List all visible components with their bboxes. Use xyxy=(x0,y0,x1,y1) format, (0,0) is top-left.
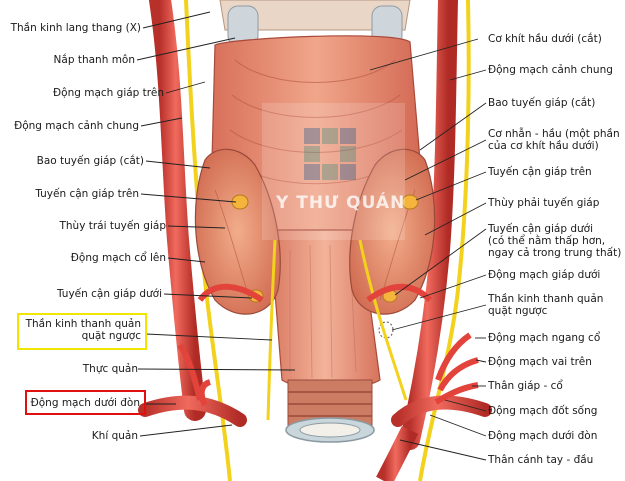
label-vertebral-artery: Động mạch đốt sống xyxy=(488,405,598,417)
label-epiglottis: Nắp thanh môn xyxy=(53,54,135,66)
label-thyrocervical-trunk: Thân giáp - cổ xyxy=(488,380,563,392)
right-common-carotid-artery xyxy=(400,0,458,450)
label-thyroid-capsule-left: Bao tuyến giáp (cắt) xyxy=(36,155,144,167)
label-common-carotid-right: Động mạch cảnh chung xyxy=(488,64,613,76)
label-inferior-thyroid-artery: Động mạch giáp dưới xyxy=(488,269,601,281)
label-transverse-cervical-artery: Động mạch ngang cổ xyxy=(488,332,601,344)
recurrent-laryngeal-nerves xyxy=(266,239,408,421)
label-inferior-parathyroid-right: Tuyến cận giáp dưới (có thể nằm thấp hơn… xyxy=(488,223,622,259)
left-subclavian-artery xyxy=(138,343,247,427)
label-esophagus: Thực quản xyxy=(82,363,138,375)
label-thyroid-capsule-right: Bao tuyến giáp (cắt) xyxy=(488,97,596,109)
label-suprascapular-artery: Động mạch vai trên xyxy=(488,356,592,368)
label-ascending-cervical-artery: Động mạch cổ lên xyxy=(70,252,166,264)
highlight-box-red xyxy=(25,390,146,415)
label-inferior-constrictor: Cơ khít hầu dưới (cắt) xyxy=(488,33,602,45)
brachiocephalic-trunk xyxy=(376,425,419,481)
highlight-box-yellow xyxy=(17,313,147,350)
label-trachea: Khí quản xyxy=(91,430,138,442)
label-subclavian-left: Động mạch dưới đòn xyxy=(30,397,140,409)
inferior-thyroid-arteries xyxy=(197,283,433,303)
epiglottis-region xyxy=(219,0,411,47)
label-superior-parathyroid-right: Tuyến cận giáp trên xyxy=(488,166,592,178)
watermark-logo xyxy=(262,103,405,240)
watermark-text: Y THƯ QUÁN xyxy=(276,193,406,213)
label-thyroid-left-lobe: Thùy trái tuyến giáp xyxy=(59,220,166,232)
parathyroid-glands xyxy=(231,194,419,339)
leader-lines-left xyxy=(136,11,296,437)
label-vagus-nerve: Thần kinh lang thang (X) xyxy=(10,22,141,34)
label-cricopharyngeus: Cơ nhẫn - hầu (một phần của cơ khít hầu … xyxy=(488,128,620,152)
leader-lines-right xyxy=(369,38,487,461)
label-recurrent-laryngeal-right: Thần kinh thanh quản quặt ngược xyxy=(488,293,604,317)
label-common-carotid-left: Động mạch cảnh chung xyxy=(14,120,139,132)
label-thyroid-right-lobe: Thùy phải tuyến giáp xyxy=(488,197,600,209)
trachea xyxy=(285,379,375,443)
right-vagus-nerve xyxy=(418,0,471,481)
label-superior-parathyroid-left: Tuyến cận giáp trên xyxy=(35,188,139,200)
label-inferior-parathyroid-left: Tuyến cận giáp dưới xyxy=(56,288,162,300)
label-recurrent-laryngeal-left: Thần kinh thanh quản quặt ngược xyxy=(25,318,141,342)
label-brachiocephalic-trunk: Thân cánh tay - đầu xyxy=(488,454,594,466)
label-subclavian-right: Động mạch dưới đòn xyxy=(488,430,598,442)
thyroid-left-lobe xyxy=(194,148,281,315)
label-superior-thyroid-artery: Động mạch giáp trên xyxy=(53,87,164,99)
